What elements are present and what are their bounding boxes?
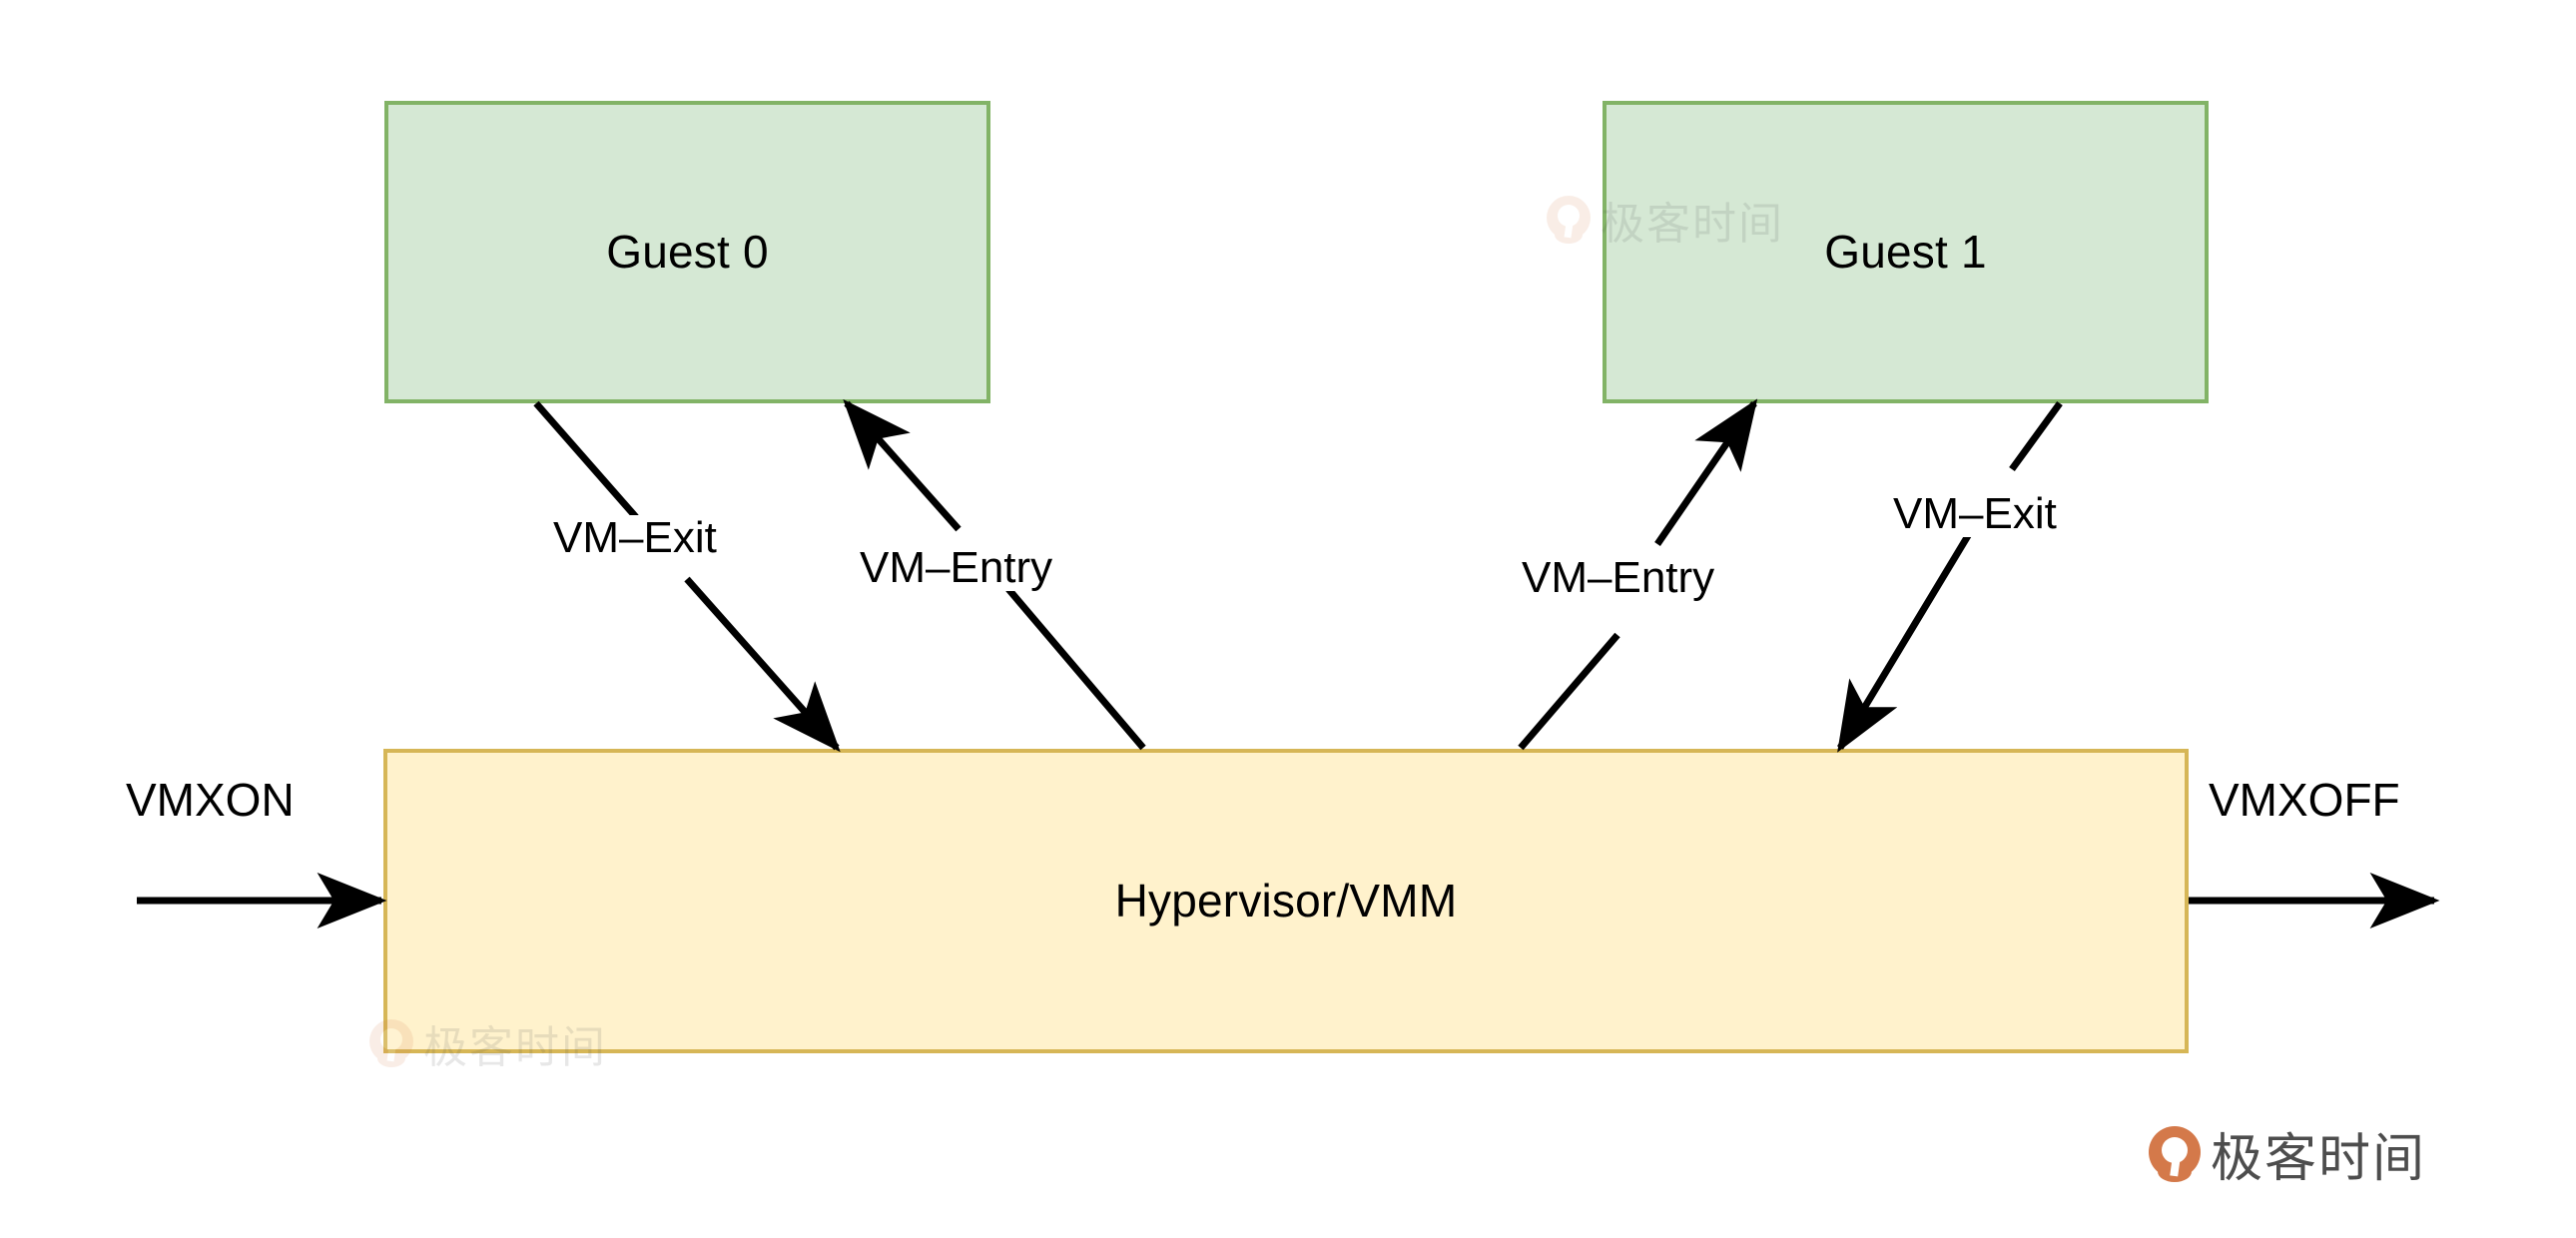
geektime-logo-icon <box>1547 196 1591 244</box>
edge-vm-exit-guest0[interactable] <box>533 400 841 753</box>
geektime-logo-icon <box>2149 1125 2201 1182</box>
node-guest-0-label: Guest 0 <box>606 226 769 279</box>
edge-label-vm-entry-guest1: VM–Entry <box>1516 554 1721 602</box>
node-hypervisor-label: Hypervisor/VMM <box>1114 875 1458 928</box>
node-hypervisor[interactable]: Hypervisor/VMM <box>383 749 2189 1053</box>
watermark-brand: 极客时间 <box>2149 1116 2426 1191</box>
label-vmxoff: VMXOFF <box>2209 774 2400 826</box>
node-guest-0[interactable]: Guest 0 <box>384 101 990 403</box>
label-vmxon: VMXON <box>126 774 295 826</box>
edge-label-vm-exit-guest1: VM–Exit <box>1887 490 2063 538</box>
node-guest-1[interactable]: Guest 1 <box>1603 101 2209 403</box>
edge-vm-exit-guest1[interactable] <box>1837 400 2063 753</box>
edge-label-vm-exit-guest0: VM–Exit <box>547 514 723 562</box>
watermark-brand-text: 极客时间 <box>2211 1129 2427 1189</box>
edge-label-vm-entry-guest0: VM–Entry <box>854 544 1059 592</box>
node-guest-1-label: Guest 1 <box>1824 226 1987 279</box>
